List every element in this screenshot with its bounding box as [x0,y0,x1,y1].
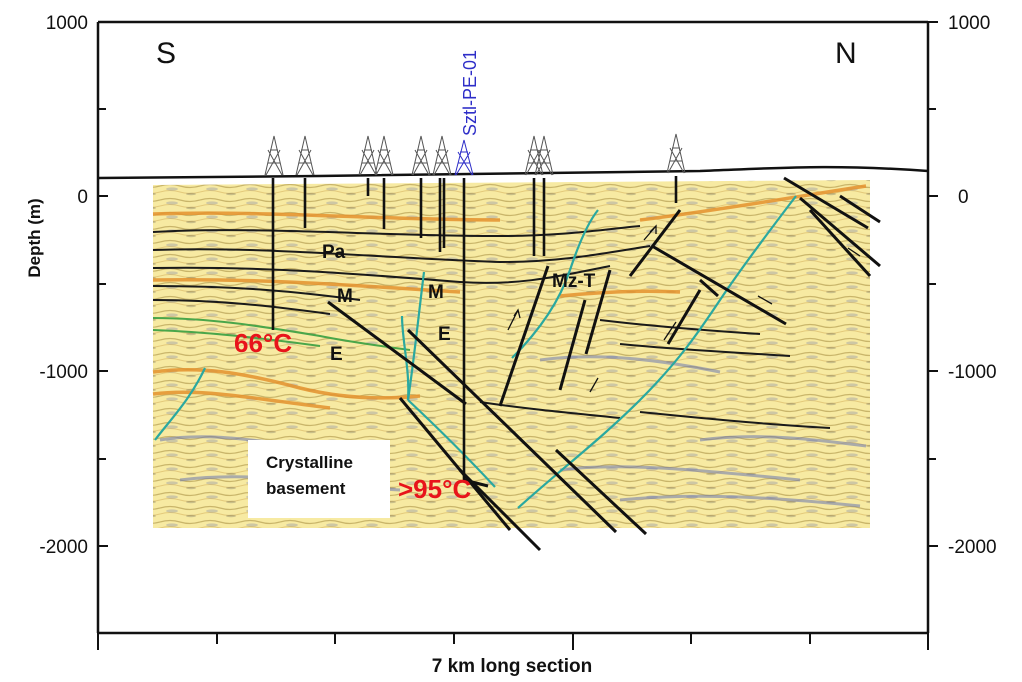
fault-line [666,289,702,345]
derrick-icon [411,135,431,176]
x-axis-ticks [97,633,929,650]
y-axis-left [98,21,108,547]
derrick-icon [432,135,452,176]
y-tick-label-left: 1000 [46,13,88,34]
fault-line [839,194,881,224]
fault-line [558,299,587,391]
y-tick-label-left: 0 [77,187,88,208]
basement-label-line2: basement [266,479,346,498]
fault-line [398,397,512,531]
reflectors-green [152,317,411,351]
fault-line [498,265,550,407]
temperature-label-95c: >95°C [398,474,472,504]
y-axis-right [928,21,938,547]
fault-line [463,478,489,488]
direction-label-north: N [835,37,857,70]
temperature-label-66c: 66°C [234,328,292,358]
basement-label-line1: Crystalline [266,453,353,472]
plot-frame [96,20,930,635]
derrick-icon [264,135,284,176]
fault-arrows [507,224,861,393]
y-axis-label: Depth (m) [25,198,44,277]
unit-label-m: M [337,286,353,307]
interpretation-lines-cyan [154,195,797,509]
derrick-icon [358,135,378,176]
derrick-icon-target-well [454,139,474,176]
fault-line [584,269,612,355]
derricks [264,133,686,176]
unit-label-mz-t: Mz-T [552,271,596,292]
fault-line [799,196,881,268]
unit-label-e: E [330,344,343,365]
x-axis-label: 7 km long section [432,656,592,677]
fault-lines [327,176,881,552]
y-tick-label-left: -2000 [39,537,88,558]
y-tick-label-left: -1000 [39,362,88,383]
ground-surface-line [97,165,929,180]
derrick-icon [374,135,394,176]
well-name-label: Sztl-PE-01 [460,50,480,136]
unit-label-pa: Pa [322,242,346,263]
well-trajectories [271,176,678,480]
basement-label-box [248,440,390,518]
fault-line [554,448,648,536]
fault-line [699,278,719,298]
fault-line [327,300,467,406]
fault-line [808,208,872,278]
y-tick-label-right: 1000 [948,13,990,34]
derrick-icon [295,135,315,176]
y-tick-label-right: 0 [958,187,969,208]
fault-line [783,176,869,230]
derrick-icon [524,135,544,176]
derrick-icon [666,133,686,174]
fault-line [628,209,682,277]
fault-line [651,244,787,326]
unit-label-e: E [438,324,451,345]
fault-line [406,328,618,534]
y-tick-label-right: -2000 [948,537,997,558]
direction-label-south: S [156,37,176,70]
y-tick-label-right: -1000 [948,362,997,383]
unit-label-m: M [428,282,444,303]
derrick-icon [534,135,554,176]
